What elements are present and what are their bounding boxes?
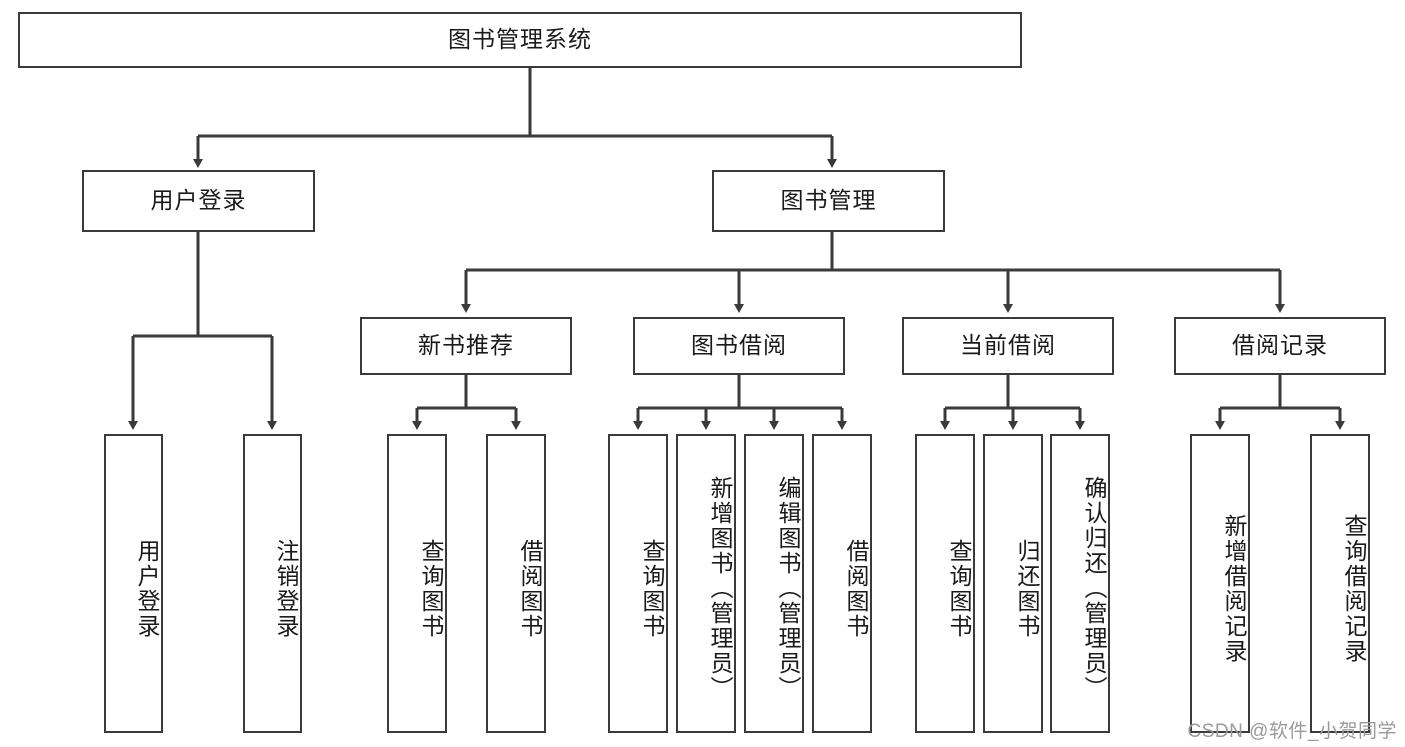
node-leaf-query-book-2[interactable]: 查询图书 — [608, 434, 668, 733]
watermark-text: CSDN @软件_小贺同学 — [1187, 721, 1397, 742]
node-leaf-query-book-3-label: 查询图书 — [946, 538, 972, 639]
node-leaf-borrow-book-2[interactable]: 借阅图书 — [812, 434, 872, 733]
node-leaf-add-record[interactable]: 新增借阅记录 — [1190, 434, 1250, 733]
node-borrow-record[interactable]: 借阅记录 — [1174, 317, 1386, 375]
node-user-login-label: 用户登录 — [150, 187, 247, 214]
node-leaf-query-book-1-label: 查询图书 — [418, 538, 444, 639]
node-leaf-user-login[interactable]: 用户登录 — [104, 434, 163, 733]
node-leaf-query-record[interactable]: 查询借阅记录 — [1310, 434, 1370, 733]
node-leaf-add-book[interactable]: 新增图书（管理员） — [676, 434, 736, 733]
node-leaf-confirm-return[interactable]: 确认归还（管理员） — [1050, 434, 1110, 733]
node-leaf-return-book[interactable]: 归还图书 — [983, 434, 1043, 733]
node-leaf-logout-login-label: 注销登录 — [273, 538, 299, 639]
node-book-borrow[interactable]: 图书借阅 — [633, 317, 845, 375]
node-leaf-add-book-label: 新增图书（管理员） — [707, 476, 733, 701]
node-leaf-return-book-label: 归还图书 — [1014, 538, 1040, 639]
node-user-login[interactable]: 用户登录 — [82, 170, 315, 232]
node-leaf-edit-book[interactable]: 编辑图书（管理员） — [744, 434, 804, 733]
node-book-manage[interactable]: 图书管理 — [712, 170, 945, 232]
node-leaf-logout-login[interactable]: 注销登录 — [243, 434, 302, 733]
node-leaf-confirm-return-label: 确认归还（管理员） — [1081, 476, 1107, 701]
node-leaf-query-record-label: 查询借阅记录 — [1341, 513, 1367, 664]
node-leaf-user-login-label: 用户登录 — [134, 538, 160, 639]
node-current-borrow[interactable]: 当前借阅 — [902, 317, 1114, 375]
node-new-book-rec[interactable]: 新书推荐 — [360, 317, 572, 375]
node-leaf-query-book-2-label: 查询图书 — [639, 538, 665, 639]
node-borrow-record-label: 借阅记录 — [1232, 332, 1328, 359]
node-leaf-borrow-book-2-label: 借阅图书 — [843, 538, 869, 639]
node-leaf-edit-book-label: 编辑图书（管理员） — [775, 476, 801, 701]
node-book-manage-label: 图书管理 — [780, 187, 877, 214]
node-root[interactable]: 图书管理系统 — [18, 12, 1022, 68]
node-leaf-query-book-1[interactable]: 查询图书 — [387, 434, 447, 733]
node-leaf-borrow-book-1-label: 借阅图书 — [517, 538, 543, 639]
node-leaf-add-record-label: 新增借阅记录 — [1221, 513, 1247, 664]
node-leaf-borrow-book-1[interactable]: 借阅图书 — [486, 434, 546, 733]
node-book-borrow-label: 图书借阅 — [691, 332, 787, 359]
node-current-borrow-label: 当前借阅 — [960, 332, 1056, 359]
node-leaf-query-book-3[interactable]: 查询图书 — [915, 434, 975, 733]
node-root-label: 图书管理系统 — [448, 26, 592, 53]
node-new-book-rec-label: 新书推荐 — [418, 332, 514, 359]
